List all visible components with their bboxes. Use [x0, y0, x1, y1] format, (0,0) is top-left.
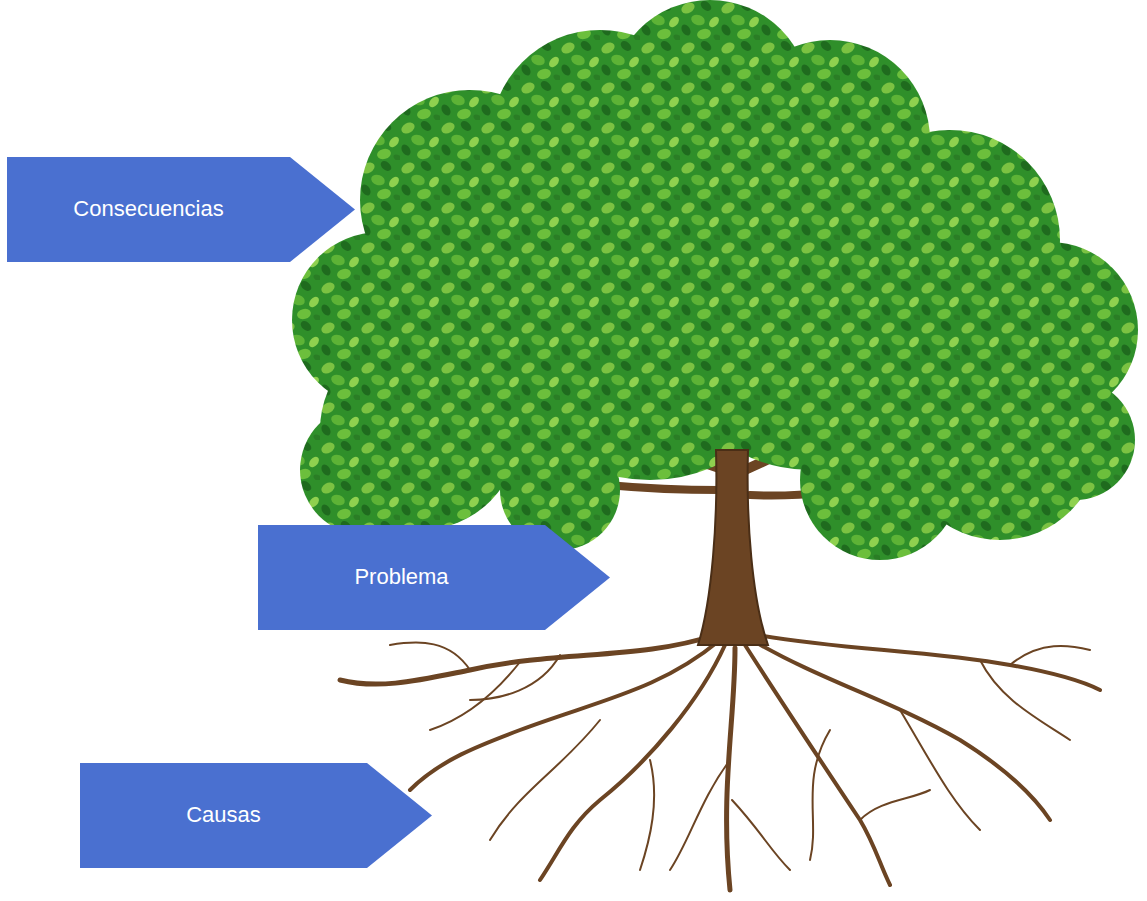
label-text: Causas [186, 802, 261, 828]
arrow-label: Problema [258, 525, 610, 630]
label-text-area: Causas [80, 763, 367, 868]
tree-roots [340, 635, 1100, 890]
arrow-label-fill [258, 525, 610, 630]
label-text: Consecuencias [73, 196, 223, 222]
arrow-label-fill [80, 763, 432, 868]
label-text-area: Consecuencias [7, 157, 290, 262]
label-text: Problema [354, 564, 448, 590]
tree-trunk [698, 450, 768, 645]
arrow-label-fill [7, 157, 355, 262]
arrow-label: Consecuencias [7, 157, 355, 262]
label-text-area: Problema [258, 525, 545, 630]
tree-canopy [292, 0, 1138, 560]
arrow-label: Causas [80, 763, 432, 868]
